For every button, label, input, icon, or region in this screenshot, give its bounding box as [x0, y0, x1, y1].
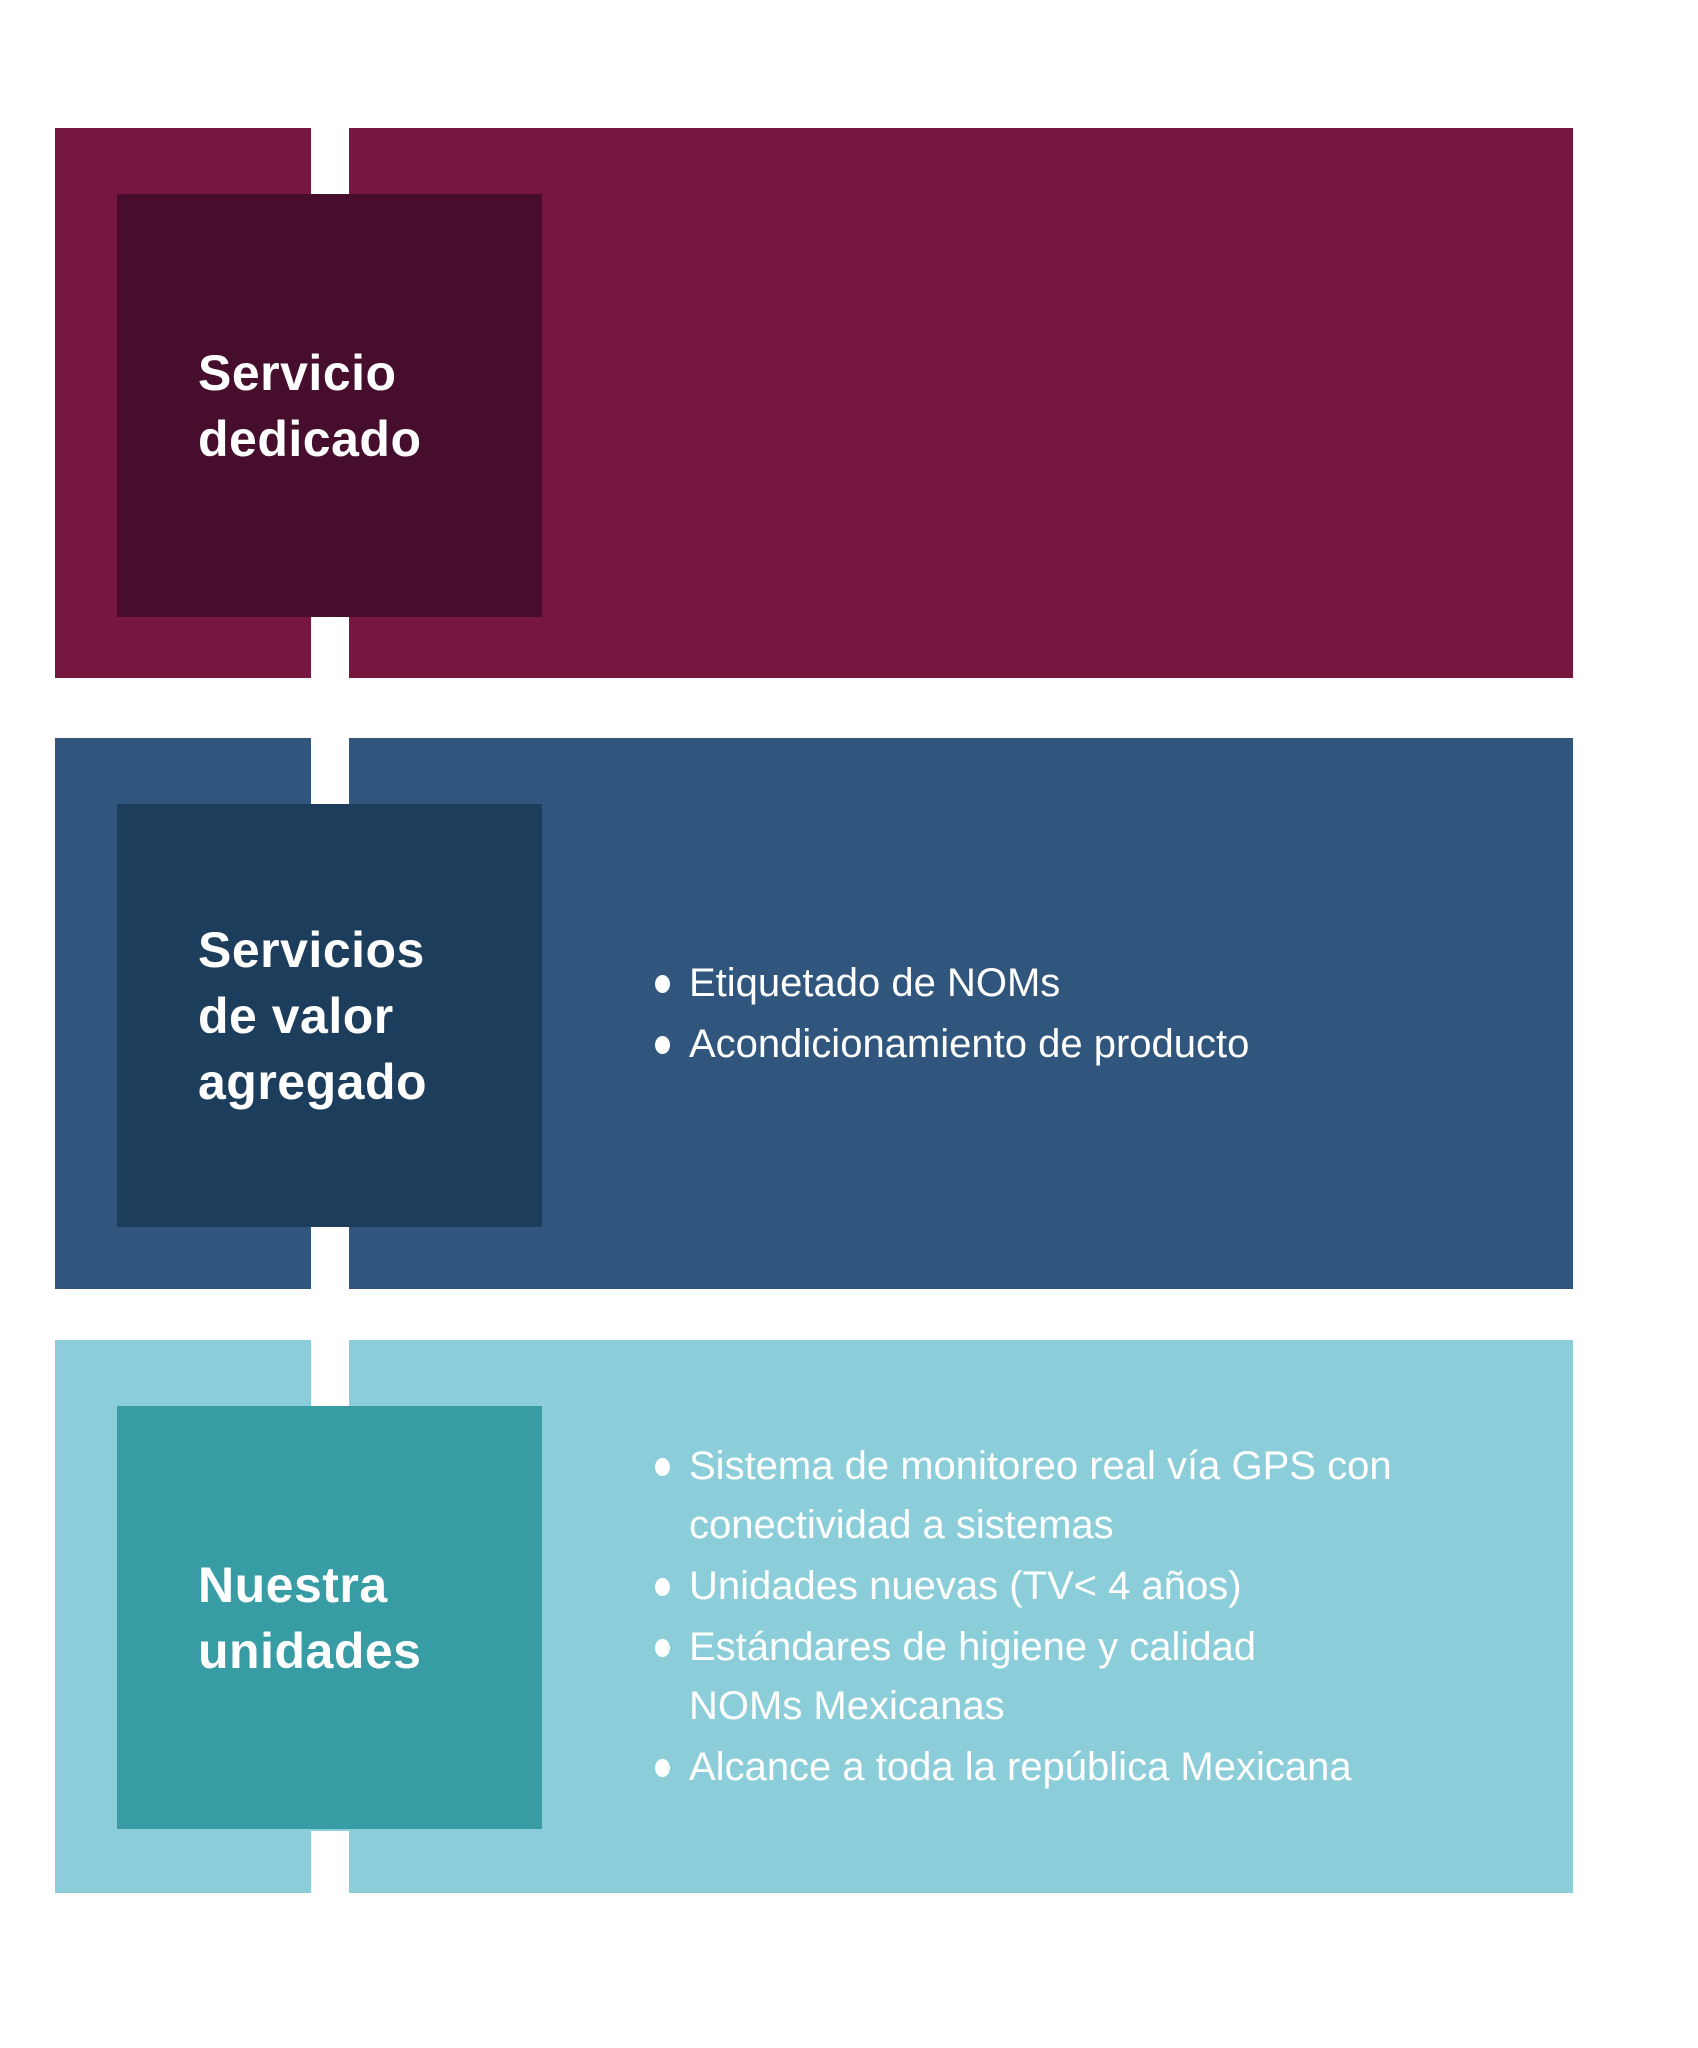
- list-item: Etiquetado de NOMs: [655, 954, 1575, 1013]
- list-item: Acondicionamiento de producto: [655, 1015, 1575, 1074]
- list-item: Alcance a toda la república Mexicana: [655, 1738, 1575, 1797]
- title-tile-nuestra-unidades: Nuestra unidades: [117, 1406, 542, 1829]
- section-content: Sistema de monitoreo real vía GPS con co…: [655, 1340, 1575, 1893]
- white-notch-bottom: [311, 1227, 349, 1289]
- section-content: Etiquetado de NOMs Acondicionamiento de …: [655, 738, 1575, 1289]
- section-title: Servicios de valor agregado: [117, 917, 427, 1115]
- bullet-dot-icon: [655, 1638, 670, 1657]
- bullet-dot-icon: [655, 1035, 670, 1054]
- white-notch-top: [311, 1340, 349, 1406]
- bullet-text: Etiquetado de NOMs: [689, 960, 1061, 1005]
- title-line: unidades: [198, 1622, 422, 1679]
- bullet-text: conectividad a sistemas: [689, 1502, 1114, 1547]
- white-notch-top: [311, 128, 349, 194]
- bullet-text: Unidades nuevas (TV< 4 años): [689, 1563, 1242, 1608]
- list-item: Sistema de monitoreo real vía GPS con co…: [655, 1437, 1575, 1555]
- bullet-text: Estándares de higiene y calidad: [689, 1624, 1257, 1669]
- bullet-text: Acondicionamiento de producto: [689, 1021, 1250, 1066]
- white-notch-bottom: [311, 616, 349, 678]
- bullet-list: Sistema de monitoreo real vía GPS con co…: [655, 1435, 1575, 1799]
- title-line: de valor: [198, 987, 394, 1044]
- list-item: Unidades nuevas (TV< 4 años): [655, 1557, 1575, 1616]
- bullet-text: Sistema de monitoreo real vía GPS con: [689, 1443, 1392, 1488]
- bullet-dot-icon: [655, 1758, 670, 1777]
- section-title: Servicio dedicado: [117, 340, 421, 472]
- bullet-list: Etiquetado de NOMs Acondicionamiento de …: [655, 952, 1575, 1076]
- bullet-dot-icon: [655, 974, 670, 993]
- section-servicio-dedicado: Servicio dedicado: [55, 128, 1573, 678]
- title-line: Servicio: [198, 344, 397, 401]
- section-title: Nuestra unidades: [117, 1552, 421, 1684]
- title-line: agregado: [198, 1053, 428, 1110]
- title-tile-servicios-de-valor-agregado: Servicios de valor agregado: [117, 804, 542, 1227]
- section-nuestra-unidades: Nuestra unidades Sistema de monitoreo re…: [55, 1340, 1573, 1893]
- section-servicios-de-valor-agregado: Servicios de valor agregado Etiquetado d…: [55, 738, 1573, 1289]
- white-notch-bottom: [311, 1831, 349, 1893]
- bullet-dot-icon: [655, 1577, 670, 1596]
- bullet-dot-icon: [655, 1457, 670, 1476]
- title-line: Nuestra: [198, 1556, 388, 1613]
- white-notch-top: [311, 738, 349, 804]
- bullet-text: NOMs Mexicanas: [689, 1683, 1005, 1728]
- title-line: Servicios: [198, 921, 425, 978]
- list-item: Estándares de higiene y calidad NOMs Mex…: [655, 1618, 1575, 1736]
- bullet-text: Alcance a toda la república Mexicana: [689, 1744, 1352, 1789]
- title-tile-servicio-dedicado: Servicio dedicado: [117, 194, 542, 617]
- title-line: dedicado: [198, 410, 422, 467]
